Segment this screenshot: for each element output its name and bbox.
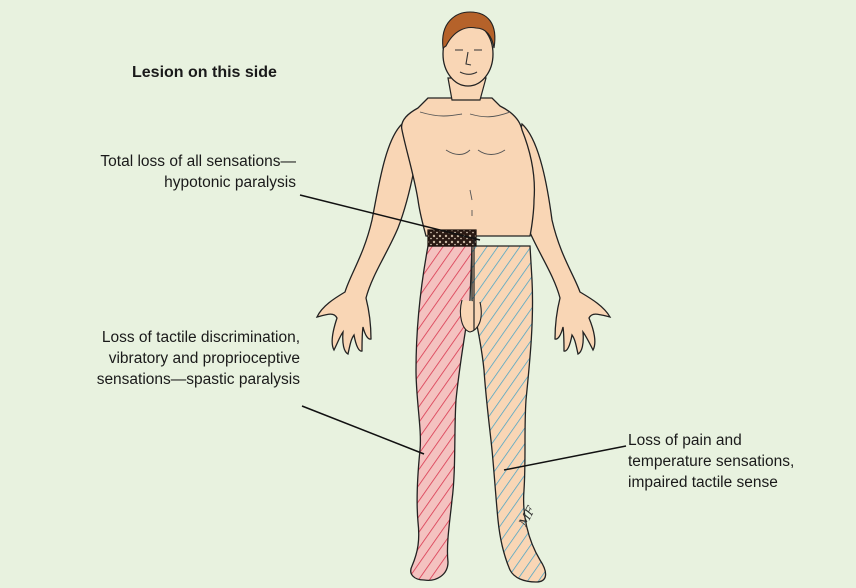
total-loss-label: Total loss of all sensations— hypotonic …	[100, 151, 296, 193]
tactile-loss-line-2: vibratory and proprioceptive	[97, 348, 300, 369]
total-loss-line-1: Total loss of all sensations—	[100, 151, 296, 172]
left-arm	[317, 124, 414, 354]
total-loss-line-2: hypotonic paralysis	[100, 172, 296, 193]
tactile-loss-label: Loss of tactile discrimination, vibrator…	[97, 327, 300, 390]
ipsilateral-leg	[411, 246, 472, 580]
tactile-loss-line-3: sensations—spastic paralysis	[97, 369, 300, 390]
lesion-side-label: Lesion on this side	[132, 62, 277, 83]
pain-loss-label: Loss of pain and temperature sensations,…	[628, 430, 794, 493]
contralateral-leg	[472, 246, 546, 582]
pain-loss-line-3: impaired tactile sense	[628, 472, 794, 493]
tactile-loss-line-1: Loss of tactile discrimination,	[97, 327, 300, 348]
leader-tactile-loss	[302, 406, 424, 454]
pain-loss-line-1: Loss of pain and	[628, 430, 794, 451]
torso	[402, 98, 535, 236]
pain-loss-line-2: temperature sensations,	[628, 451, 794, 472]
